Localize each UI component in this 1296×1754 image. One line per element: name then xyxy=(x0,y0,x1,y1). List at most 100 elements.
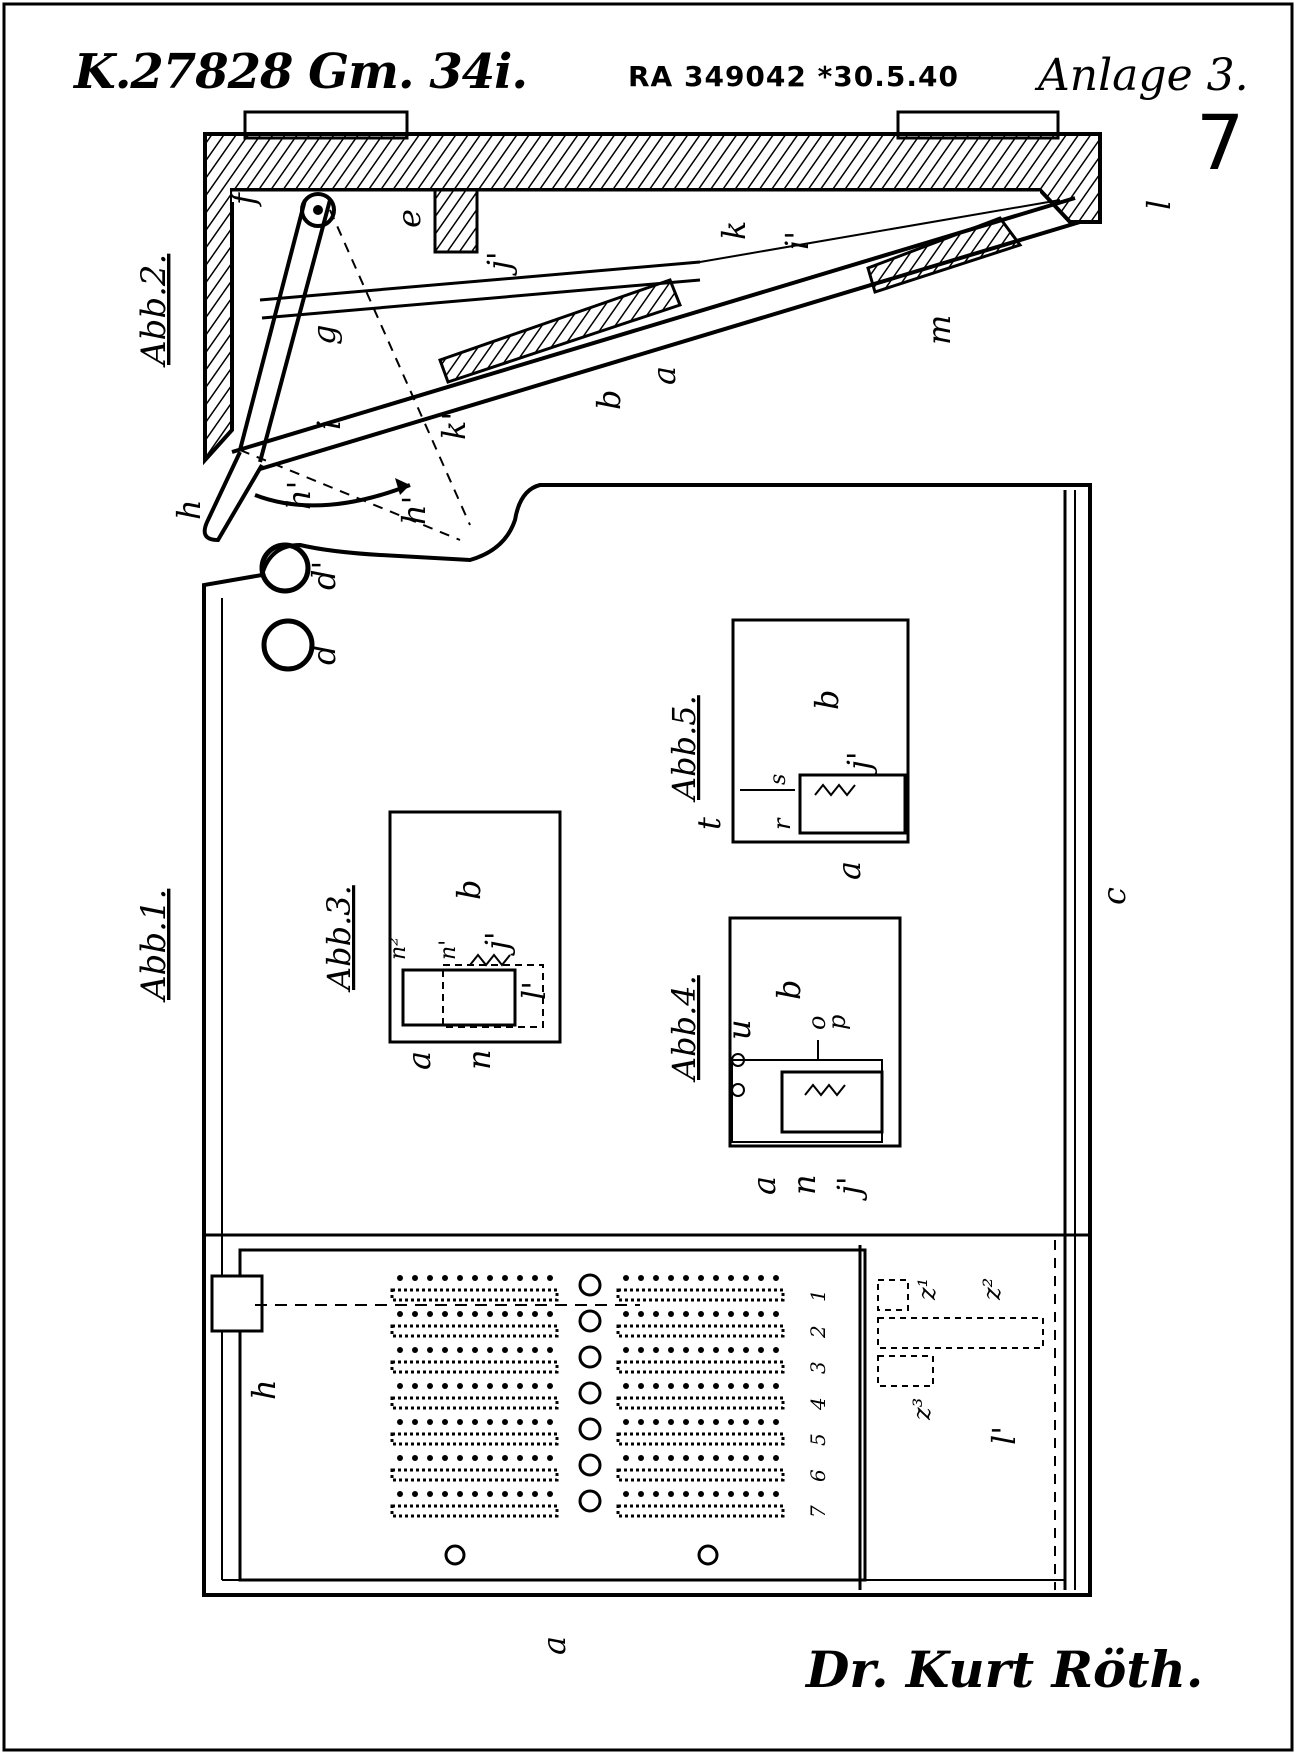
key-dot xyxy=(472,1419,478,1425)
signature: Dr. Kurt Röth. xyxy=(806,1640,1204,1699)
key-dot xyxy=(728,1419,734,1425)
title-abb2: Abb.2. xyxy=(134,254,174,368)
page-mark: 7 xyxy=(1196,98,1245,187)
key-dot xyxy=(728,1383,734,1389)
key-dot xyxy=(638,1455,644,1461)
key-dot xyxy=(623,1383,629,1389)
label-l1: l' xyxy=(985,1426,1023,1445)
key-dot xyxy=(427,1455,433,1461)
figure-abb3 xyxy=(388,810,562,1044)
key-dot xyxy=(713,1455,719,1461)
key-dot xyxy=(487,1275,493,1281)
key-dot xyxy=(487,1383,493,1389)
key-dot xyxy=(427,1311,433,1317)
key-dot xyxy=(743,1383,749,1389)
label-h1-a: h' xyxy=(280,481,318,510)
key-dot xyxy=(683,1311,689,1317)
key-dot xyxy=(412,1419,418,1425)
row-number-6: 6 xyxy=(806,1469,830,1482)
label-o-abb4: o xyxy=(803,1016,831,1030)
key-dot xyxy=(668,1383,674,1389)
key-dot xyxy=(502,1275,508,1281)
key-dot xyxy=(487,1491,493,1497)
key-dot xyxy=(683,1347,689,1353)
key-dot xyxy=(773,1347,779,1353)
row-button-5 xyxy=(578,1417,602,1441)
key-dot xyxy=(773,1419,779,1425)
key-dot xyxy=(743,1275,749,1281)
key-dot xyxy=(623,1275,629,1281)
key-dot xyxy=(532,1455,538,1461)
label-i1: i' xyxy=(778,231,816,250)
key-dot xyxy=(773,1383,779,1389)
key-dot xyxy=(698,1347,704,1353)
key-dot xyxy=(743,1419,749,1425)
key-dot xyxy=(442,1311,448,1317)
key-dot xyxy=(638,1275,644,1281)
key-dot xyxy=(412,1491,418,1497)
label-n2: n² xyxy=(386,937,411,960)
key-dot xyxy=(743,1491,749,1497)
key-bar-row-4-right xyxy=(616,1396,785,1410)
key-dot xyxy=(427,1419,433,1425)
key-dot xyxy=(728,1311,734,1317)
label-h-abb1: h xyxy=(245,1379,283,1400)
row-number-7: 7 xyxy=(806,1505,830,1518)
key-dot xyxy=(457,1383,463,1389)
key-dot xyxy=(713,1491,719,1497)
key-dot xyxy=(623,1347,629,1353)
label-l-abb2: l xyxy=(1140,200,1178,210)
title-abb1: Abb.1. xyxy=(134,889,174,1003)
key-dot xyxy=(517,1383,523,1389)
key-dot xyxy=(773,1455,779,1461)
key-dot xyxy=(698,1419,704,1425)
key-dot xyxy=(397,1311,403,1317)
key-dot xyxy=(698,1383,704,1389)
row-button-2 xyxy=(578,1309,602,1333)
key-dot xyxy=(773,1275,779,1281)
key-dot xyxy=(442,1347,448,1353)
key-bar-row-7-right xyxy=(616,1504,785,1518)
key-bar-row-4-left xyxy=(390,1396,559,1410)
key-dot xyxy=(773,1311,779,1317)
key-dot xyxy=(547,1275,553,1281)
key-dot xyxy=(698,1275,704,1281)
title-abb4: Abb.4. xyxy=(665,975,703,1083)
key-dot xyxy=(502,1383,508,1389)
label-n-abb3: n xyxy=(460,1049,498,1070)
label-z3: z³ xyxy=(908,1398,936,1421)
key-dot xyxy=(502,1311,508,1317)
key-dot xyxy=(683,1491,689,1497)
key-dot xyxy=(638,1491,644,1497)
key-dot xyxy=(472,1311,478,1317)
key-dot xyxy=(653,1419,659,1425)
key-dot xyxy=(472,1275,478,1281)
label-a-abb5: a xyxy=(830,861,868,880)
key-bar-row-2-right xyxy=(616,1324,785,1338)
key-dot xyxy=(517,1347,523,1353)
row-number-1: 1 xyxy=(806,1289,830,1302)
key-bar-row-6-right xyxy=(616,1468,785,1482)
key-dot xyxy=(457,1311,463,1317)
key-dot xyxy=(743,1347,749,1353)
label-a-abb3: a xyxy=(400,1051,438,1070)
row-button-4 xyxy=(578,1381,602,1405)
key-dot xyxy=(653,1491,659,1497)
key-dot xyxy=(758,1275,764,1281)
key-dot xyxy=(427,1491,433,1497)
label-r: r xyxy=(768,817,796,830)
key-dot xyxy=(442,1419,448,1425)
key-dot xyxy=(623,1419,629,1425)
key-dot xyxy=(472,1347,478,1353)
label-z2: z² xyxy=(978,1278,1006,1301)
key-dot xyxy=(758,1455,764,1461)
key-bar-row-1-right xyxy=(616,1288,785,1302)
key-bar-row-3-right xyxy=(616,1360,785,1374)
key-dot xyxy=(638,1419,644,1425)
key-dot xyxy=(758,1311,764,1317)
key-dot xyxy=(743,1455,749,1461)
key-dot xyxy=(412,1455,418,1461)
label-s: s xyxy=(766,774,791,785)
title-abb5: Abb.5. xyxy=(665,695,703,803)
key-dot xyxy=(442,1275,448,1281)
